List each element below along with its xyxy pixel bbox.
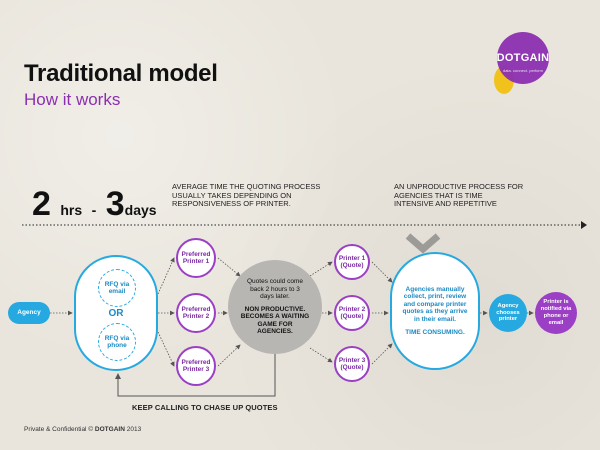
- logo-name: DOTGAIN: [496, 52, 550, 64]
- footer-brand: DOTGAIN: [94, 426, 125, 433]
- chevron-down-icon: [405, 233, 441, 254]
- rfq-email-node: RFQ via email: [98, 269, 136, 307]
- printer-notified-label: Printer is notified via phone or email: [540, 299, 572, 326]
- logo-tagline: data. connect. perform: [502, 68, 544, 73]
- preferred-printer-2: Preferred Printer 2: [176, 293, 216, 333]
- time-consuming-text: TIME CONSUMING.: [405, 329, 465, 336]
- rfq-phone-label: RFQ via phone: [104, 334, 130, 350]
- dotgain-logo: DOTGAIN data. connect. perform: [490, 28, 580, 118]
- loop-back-line: [115, 354, 276, 397]
- rfq-phone-node: RFQ via phone: [98, 323, 136, 361]
- connector-center-printer3: [309, 347, 333, 363]
- printer-3-quote-label: Printer 3 (Quote): [338, 356, 366, 372]
- connector-pref3-center: [217, 344, 241, 367]
- preferred-printer-1-label: Preferred Printer 1: [181, 250, 211, 266]
- duration-start-unit: hrs: [60, 202, 83, 218]
- printer-1-quote-label: Printer 1 (Quote): [338, 254, 366, 270]
- footer: Private & Confidential © DOTGAIN 2013: [24, 426, 141, 433]
- agencies-text: Agencies manually collect, print, review…: [402, 285, 468, 323]
- footer-prefix: Private & Confidential ©: [24, 426, 94, 433]
- agencies-compare-node: Agencies manually collect, print, review…: [390, 252, 480, 370]
- connector-rfq-pref3: [157, 331, 175, 367]
- connector-pref1-center: [217, 257, 241, 277]
- connector-printer3-agencies: [371, 343, 393, 365]
- unproductive-note: An unproductive process for agencies tha…: [394, 182, 524, 208]
- preferred-printer-1: Preferred Printer 1: [176, 238, 216, 278]
- preferred-printer-3: Preferred Printer 3: [176, 346, 216, 386]
- nonproductive-text: NON PRODUCTIVE. BECOMES A WAITING GAME F…: [240, 305, 310, 336]
- logo-graphic: [494, 32, 549, 94]
- agency-label: Agency: [17, 309, 41, 317]
- footer-year: 2013: [126, 426, 142, 433]
- duration-end-unit: days: [124, 202, 157, 218]
- printer-1-quote: Printer 1 (Quote): [334, 244, 370, 280]
- duration-separator: -: [91, 202, 97, 218]
- connector-printer1-agencies: [371, 261, 393, 283]
- average-time-note: Average time the quoting process usually…: [172, 182, 321, 208]
- duration-end: 3: [105, 185, 125, 223]
- duration-range: 2 hrs - 3days: [32, 187, 157, 227]
- printer-3-quote: Printer 3 (Quote): [334, 346, 370, 382]
- agency-chooses-node: Agency chooses printer: [489, 294, 527, 332]
- quotes-text: Quotes could come back 2 hours to 3 days…: [246, 278, 303, 301]
- waiting-node: Quotes could come back 2 hours to 3 days…: [228, 260, 322, 354]
- timeline-arrowhead: [581, 221, 587, 229]
- preferred-printer-2-label: Preferred Printer 2: [181, 305, 211, 321]
- connector-center-printer1: [309, 261, 333, 277]
- loop-label: KEEP CALLING TO CHASE UP QUOTES: [132, 403, 278, 412]
- connector-rfq-pref1: [157, 257, 175, 295]
- printer-2-quote: Printer 2 (Quote): [334, 295, 370, 331]
- printer-notified-node: Printer is notified via phone or email: [535, 292, 577, 334]
- duration-start: 2: [32, 185, 51, 223]
- agency-node: Agency: [8, 302, 50, 324]
- page-title: Traditional model: [24, 60, 218, 87]
- rfq-or-label: OR: [108, 308, 124, 319]
- printer-2-quote-label: Printer 2 (Quote): [338, 305, 366, 321]
- rfq-group: RFQ via email OR RFQ via phone: [74, 255, 158, 371]
- agency-chooses-label: Agency chooses printer: [496, 302, 520, 323]
- page-subtitle: How it works: [24, 90, 121, 109]
- rfq-email-label: RFQ via email: [104, 280, 130, 296]
- preferred-printer-3-label: Preferred Printer 3: [181, 358, 211, 374]
